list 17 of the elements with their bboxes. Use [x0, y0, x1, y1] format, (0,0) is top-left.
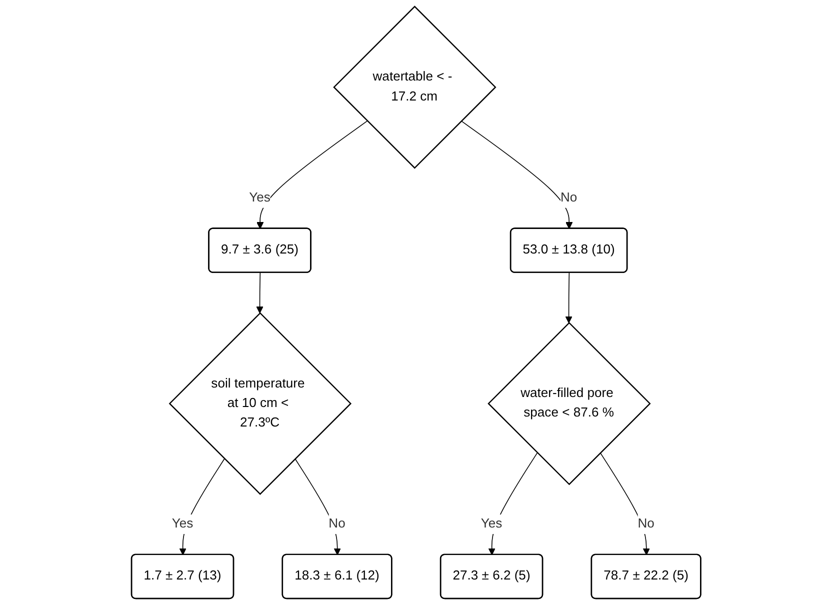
arrow — [256, 120, 368, 230]
arrow — [180, 458, 226, 556]
node-diamond: water-filled pore space < 87.6 % — [488, 322, 652, 486]
edge-label: No — [329, 516, 346, 531]
arrow — [488, 452, 538, 556]
arrow — [256, 272, 264, 314]
edge-label: Yes — [250, 190, 271, 205]
arrow — [566, 272, 573, 324]
edge-label: Yes — [172, 516, 194, 531]
node-diamond: soil temperature at 10 cm < 27.3ºC — [169, 312, 352, 495]
edge-label: No — [560, 190, 578, 205]
edge-label: Yes — [481, 516, 503, 531]
arrow — [295, 458, 342, 556]
edge-label: No — [638, 516, 655, 531]
arrow — [461, 120, 574, 230]
arrow — [600, 452, 650, 556]
node-diamond: watertable < - 17.2 cm — [334, 6, 497, 169]
